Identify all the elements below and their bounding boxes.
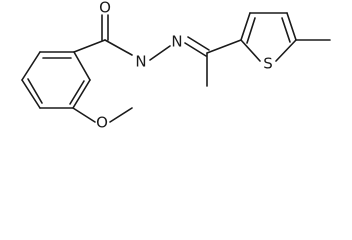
methoxy-group [72,107,133,123]
thiophene-s-label: S [263,55,273,73]
thiophene-ring [240,12,331,62]
atom-labels: O N N S O [96,0,273,132]
chemical-structure-diagram: O N N S O [21,0,331,132]
carbonyl-oxygen-label: O [99,0,111,17]
carbonyl-group [73,14,133,56]
methoxy-oxygen-label: O [96,114,108,132]
benzene-ring [21,51,91,109]
hydrazone-linkage [149,36,242,87]
hydrazide-n-label: N [135,53,146,71]
hydrazone-n-label: N [171,33,182,51]
